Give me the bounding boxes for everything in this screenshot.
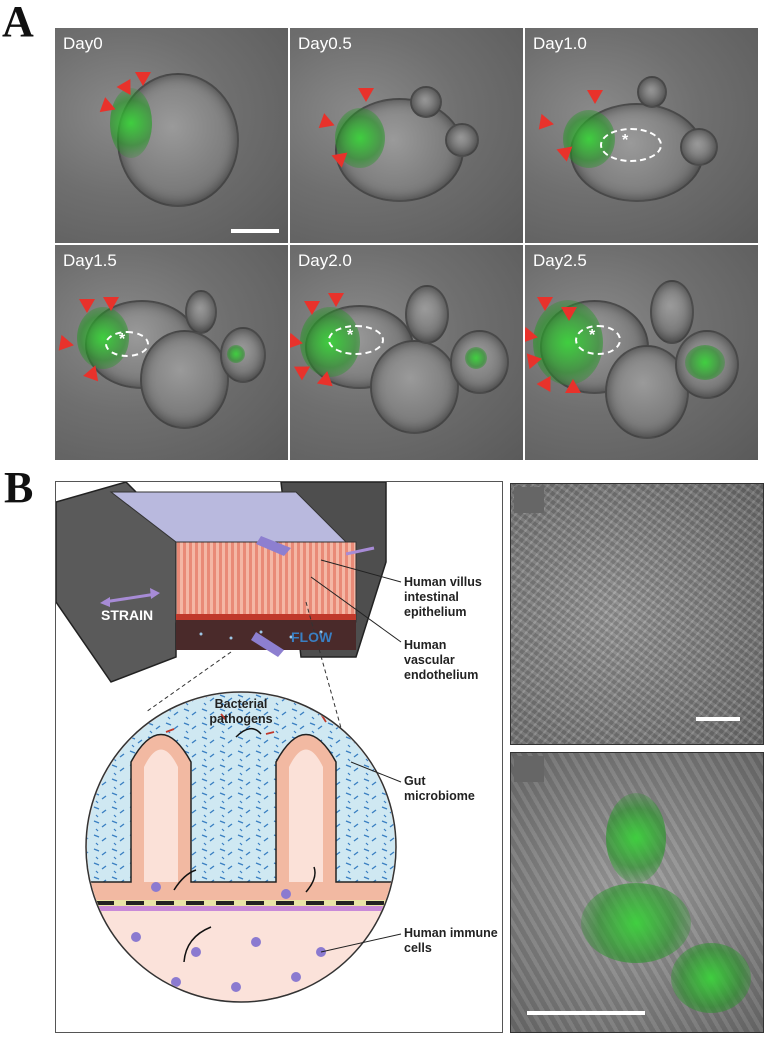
- red-arrowhead-icon: [537, 297, 553, 311]
- micrograph-villi-brightfield: [510, 483, 764, 745]
- microscopy-tile-day0: Day0: [55, 28, 288, 243]
- red-arrowhead-icon: [318, 113, 338, 133]
- organoid-bud: [410, 86, 442, 118]
- bacterial-pathogens-label: Bacterial pathogens: [209, 697, 273, 726]
- microscopy-tile-day2-0: * Day2.0: [290, 245, 523, 460]
- fluorescent-region: [335, 108, 385, 168]
- organoid-bud: [445, 123, 479, 157]
- panel-b-letter: B: [4, 463, 34, 512]
- villus-epithelium-label: Human villus intestinal epithelium: [404, 575, 482, 619]
- organoid: [140, 330, 229, 429]
- red-arrowhead-icon: [328, 293, 344, 307]
- gut-chip-schematic: [55, 481, 402, 1003]
- fluorescent-region: [465, 347, 487, 369]
- red-arrowhead-icon: [587, 90, 603, 104]
- red-arrowhead-icon: [135, 72, 151, 86]
- red-arrowhead-icon: [79, 299, 95, 313]
- lumen-asterisk-icon: *: [589, 327, 596, 344]
- microscopy-tile-day0-5: Day0.5: [290, 28, 523, 243]
- tile-label: Day1.0: [533, 34, 587, 53]
- inset-marker: [514, 487, 544, 513]
- tile-label: Day2.0: [298, 251, 352, 270]
- organoid-bud: [637, 76, 667, 108]
- inset-marker: [514, 756, 544, 782]
- vascular-endothelium-label: Human vascular endothelium: [404, 638, 479, 682]
- red-arrowhead-icon: [526, 350, 544, 370]
- microscopy-tile-day2-5: * Day2.5: [525, 245, 758, 460]
- organoid: [605, 345, 689, 439]
- lumen-outline: [600, 128, 662, 162]
- fluorescent-region: [685, 345, 725, 380]
- fluorescent-region: [671, 943, 751, 1013]
- organoid-bud: [650, 280, 694, 344]
- immune-cells-label: Human immune cells: [404, 926, 498, 955]
- scale-bar: [696, 717, 740, 721]
- red-arrowhead-icon: [103, 297, 119, 311]
- red-arrowhead-icon: [304, 301, 320, 315]
- fluorescent-region: [581, 883, 691, 963]
- organoid-bud: [405, 285, 449, 344]
- red-arrowhead-icon: [358, 88, 374, 102]
- fluorescent-region: [110, 88, 152, 158]
- tile-label: Day0.5: [298, 34, 352, 53]
- lumen-asterisk-icon: *: [119, 331, 126, 348]
- red-arrowhead-icon: [565, 379, 581, 393]
- fluorescent-region: [227, 345, 245, 363]
- micrograph-fluorescence-overlay: [510, 752, 764, 1033]
- lumen-outline: [328, 325, 384, 355]
- fluorescent-region: [606, 793, 666, 883]
- organoid-bud: [185, 290, 217, 334]
- red-arrowhead-icon: [561, 307, 577, 321]
- flow-label: FLOW: [291, 629, 333, 645]
- gut-microbiome-label: Gut microbiome: [404, 774, 475, 803]
- lumen-outline: [105, 331, 149, 357]
- microscopy-tile-day1-0: * Day1.0: [525, 28, 758, 243]
- organoid: [370, 340, 459, 434]
- tile-label: Day1.5: [63, 251, 117, 270]
- organ-chip-diagram: STRAIN FLOW Bacterial pathogens Human vi…: [55, 481, 503, 1033]
- scale-bar: [527, 1011, 645, 1015]
- lumen-asterisk-icon: *: [347, 327, 354, 344]
- tile-label: Day2.5: [533, 251, 587, 270]
- tile-label: Day0: [63, 34, 103, 53]
- scale-bar: [231, 229, 279, 233]
- strain-label: STRAIN: [101, 607, 154, 623]
- red-arrowhead-icon: [58, 334, 76, 354]
- red-arrowhead-icon: [316, 369, 336, 387]
- panel-a-letter: A: [2, 0, 34, 46]
- organoid-bud: [680, 128, 718, 166]
- microscopy-tile-day1-5: * Day1.5: [55, 245, 288, 460]
- lumen-outline: [575, 325, 621, 355]
- lumen-asterisk-icon: *: [622, 132, 629, 149]
- red-arrowhead-icon: [538, 113, 556, 133]
